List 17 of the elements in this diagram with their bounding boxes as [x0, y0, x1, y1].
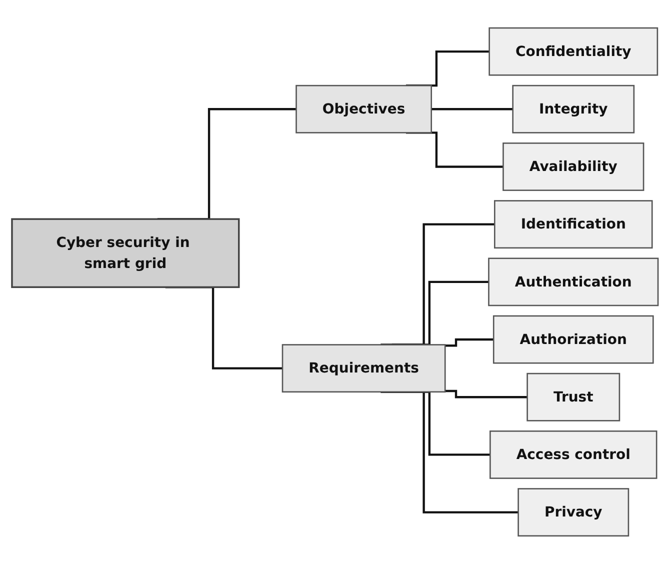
connector	[406, 131, 503, 168]
node-box: Requirements	[281, 344, 446, 392]
node-box: Integrity	[512, 84, 634, 133]
node-box: Objectives	[295, 84, 432, 133]
connector	[430, 108, 512, 110]
node-box: Cyber security in smart grid	[10, 218, 240, 288]
node-box: Trust	[526, 372, 620, 421]
node-box: Availability	[502, 142, 644, 191]
node-box: Authorization	[492, 314, 654, 364]
node-box: Identification	[494, 200, 652, 248]
node-box: Privacy	[517, 488, 629, 536]
connector	[444, 338, 494, 346]
connector	[380, 390, 518, 513]
node-box: Access control	[489, 430, 657, 478]
node-box: Confidentiality	[488, 26, 658, 76]
connector	[444, 390, 527, 398]
node-box: Authentication	[488, 257, 658, 306]
